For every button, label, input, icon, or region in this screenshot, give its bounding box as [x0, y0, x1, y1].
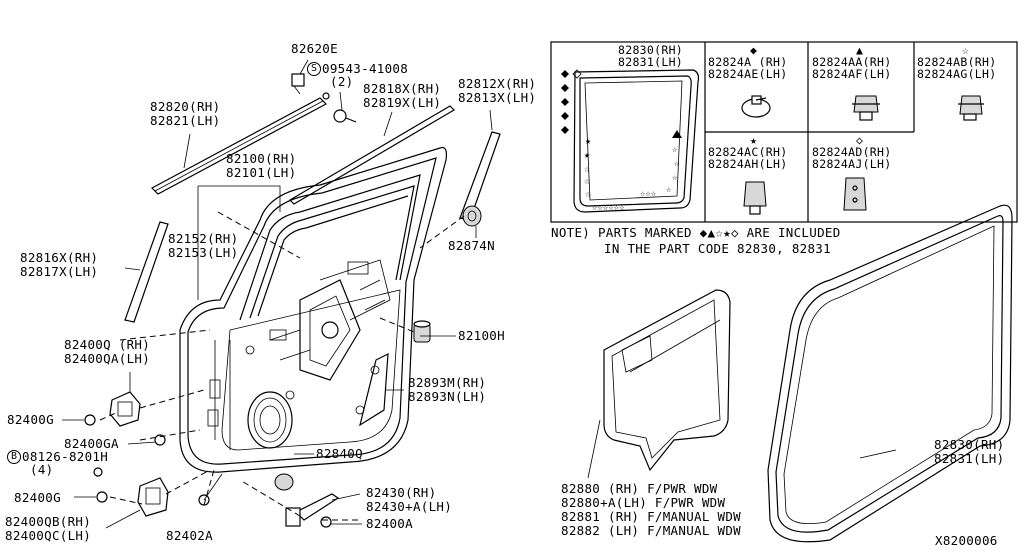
- svg-text:★: ★: [585, 136, 591, 147]
- inset-label-82824af: 82824AF(LH): [812, 67, 892, 81]
- seal-label-82831: 82831(LH): [934, 451, 1005, 466]
- inset-label-82824ac: 82824AC(RH): [708, 145, 788, 159]
- label-82100: 82100(RH): [226, 151, 297, 166]
- svg-text:☆: ☆: [666, 185, 672, 195]
- label-82400g-upper: 82400G: [7, 412, 54, 427]
- inset-label-82824ae: 82824AE(LH): [708, 67, 788, 81]
- label-82400g-lower: 82400G: [14, 490, 61, 505]
- outer-moulding: [289, 105, 455, 205]
- leader-lines: [99, 211, 465, 521]
- inset-label-82824ah: 82824AH(LH): [708, 157, 788, 171]
- inset-label-82824aj: 82824AJ(LH): [812, 157, 892, 171]
- hinge-lower-icon: [137, 477, 169, 517]
- clip-82824aa-icon: [852, 95, 880, 121]
- svg-text:☆: ☆: [672, 145, 678, 155]
- inset-label-82824a: 82824A (RH): [708, 55, 788, 69]
- svg-text:☆: ☆: [584, 164, 590, 175]
- inset-label-82824ab: 82824AB(RH): [917, 55, 997, 69]
- trim-label-82880a: 82880+A(LH) F/PWR WDW: [561, 495, 726, 510]
- svg-text:☆: ☆: [585, 189, 591, 200]
- inset-panel: ★ ★ ☆ ☆ ☆ ☆☆☆☆☆☆ ☆☆☆ ☆ ☆ ☆ ☆: [550, 41, 1018, 223]
- sash-tape-rear: [459, 131, 501, 221]
- clip-82824ab-icon: [958, 95, 984, 121]
- note-line-1: NOTE) PARTS MARKED ◆▲☆★◇ ARE INCLUDED: [551, 225, 841, 240]
- label-82400q: 82400Q (RH): [64, 337, 151, 352]
- hinge-upper-icon: [109, 391, 141, 427]
- label-82400qb: 82400QB(RH): [5, 514, 92, 529]
- clip-82824ac-icon: [743, 181, 767, 215]
- label-82153: 82153(LH): [168, 245, 239, 260]
- diagram-code: X8200006: [935, 533, 998, 548]
- inset-symbol-1: ◆: [750, 43, 758, 57]
- svg-text:☆: ☆: [672, 173, 678, 183]
- trim-label-82880: 82880 (RH) F/PWR WDW: [561, 481, 718, 496]
- label-08126-qty: (4): [30, 462, 54, 477]
- screw-09543-icon: [322, 92, 357, 123]
- symbol-b-icon: B: [7, 450, 21, 464]
- label-82430a: 82430+A(LH): [366, 499, 453, 514]
- clip-82824a-icon: [741, 95, 771, 118]
- label-82893m: 82893M(RH): [408, 375, 487, 390]
- inset-symbol-3: ☆: [962, 43, 970, 57]
- trim-label-82882: 82882 (LH) F/MANUAL WDW: [561, 523, 741, 538]
- inset-symbol-4: ★: [750, 133, 758, 147]
- seal-label-82830: 82830(RH): [934, 437, 1005, 452]
- clip-82824ad-icon: [843, 177, 867, 211]
- label-82100h: 82100H: [458, 328, 505, 343]
- label-82101: 82101(LH): [226, 165, 297, 180]
- label-82819x: 82819X(LH): [363, 95, 442, 110]
- door-panel: [179, 146, 447, 473]
- trim-panel: [587, 289, 731, 479]
- label-82400qa: 82400QA(LH): [64, 351, 151, 366]
- label-82818x: 82818X(RH): [363, 81, 442, 96]
- inset-label-82830: 82830(RH): [618, 43, 684, 57]
- sash-tape-front: [124, 221, 169, 323]
- svg-text:☆☆☆☆☆☆: ☆☆☆☆☆☆: [592, 203, 625, 213]
- inset-label-82824ad: 82824AD(RH): [812, 145, 892, 159]
- check-link-82430-icon: [285, 493, 340, 528]
- label-09543-qty: (2): [330, 74, 354, 89]
- svg-text:★: ★: [584, 150, 590, 161]
- inset-symbol-5: ◇: [856, 133, 864, 147]
- label-08126: 08126-8201H: [22, 449, 109, 464]
- svg-text:☆☆☆: ☆☆☆: [640, 189, 657, 199]
- label-82400a: 82400A: [366, 516, 413, 531]
- label-82817x: 82817X(LH): [20, 264, 99, 279]
- inset-label-82831: 82831(LH): [618, 55, 684, 69]
- label-09543: 09543-41008: [322, 61, 409, 76]
- trim-label-82881: 82881 (RH) F/MANUAL WDW: [561, 509, 741, 524]
- sealing-screen-82893m: [359, 352, 389, 427]
- label-82840q: 82840Q: [316, 446, 363, 461]
- clip-82620e-icon: [291, 73, 305, 95]
- label-82893n: 82893N(LH): [408, 389, 487, 404]
- inset-symbol-2: ▲: [856, 43, 864, 57]
- belt-moulding: [151, 97, 327, 195]
- label-82402a: 82402A: [166, 528, 213, 543]
- bumper-82100h-icon: [413, 320, 431, 343]
- bolts: [84, 414, 210, 506]
- label-82152: 82152(RH): [168, 231, 239, 246]
- plug-82840q-icon: [274, 473, 294, 491]
- label-82812x: 82812X(RH): [458, 76, 537, 91]
- svg-text:☆: ☆: [674, 159, 680, 169]
- label-82620e: 82620E: [291, 41, 338, 56]
- label-82813x: 82813X(LH): [458, 90, 537, 105]
- label-82820: 82820(RH): [150, 99, 221, 114]
- label-82400qc: 82400QC(LH): [5, 528, 92, 543]
- label-82821: 82821(LH): [150, 113, 221, 128]
- label-82816x: 82816X(RH): [20, 250, 99, 265]
- svg-text:☆: ☆: [584, 176, 590, 187]
- note-line-2: IN THE PART CODE 82830, 82831: [604, 241, 831, 256]
- inset-label-82824ag: 82824AG(LH): [917, 67, 997, 81]
- label-82400ga: 82400GA: [64, 436, 119, 451]
- grommet-82874n-icon: [462, 205, 482, 227]
- leaders-solid: [62, 59, 493, 529]
- inset-label-82824aa: 82824AA(RH): [812, 55, 892, 69]
- weatherstrip-seal: [767, 204, 1013, 543]
- label-82874n: 82874N: [448, 238, 495, 253]
- symbol-s-icon: S: [307, 62, 321, 76]
- label-82430: 82430(RH): [366, 485, 437, 500]
